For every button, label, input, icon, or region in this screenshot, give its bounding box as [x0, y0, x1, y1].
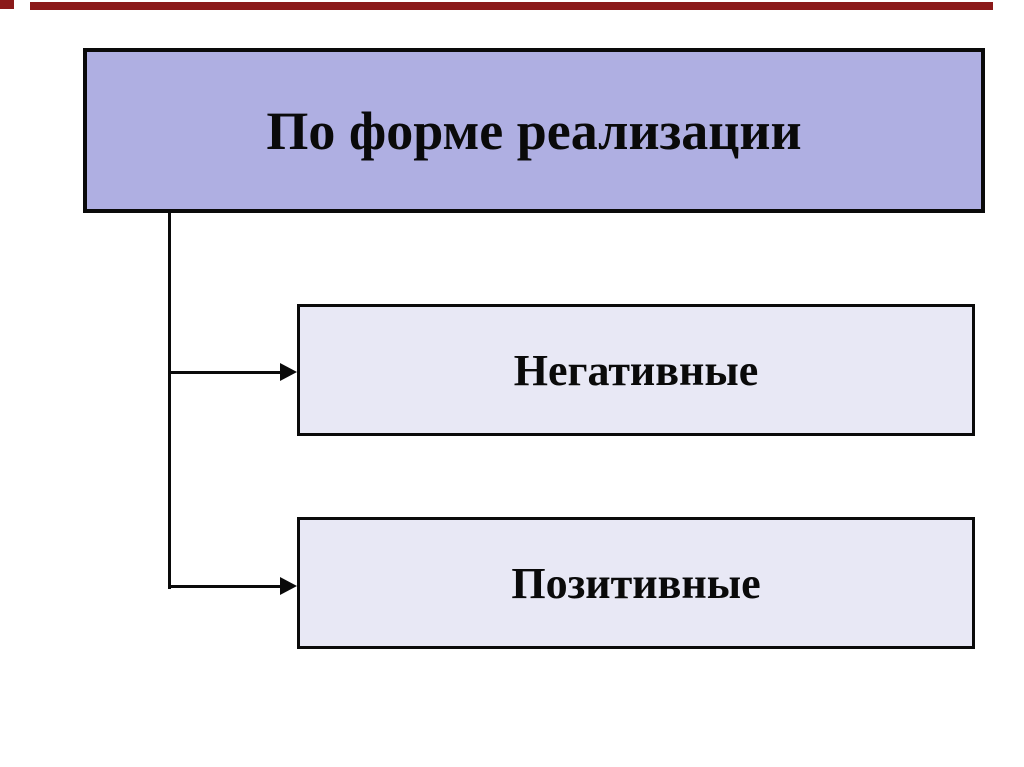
title-label: По форме реализации — [266, 100, 802, 161]
child-box-positive-label: Позитивные — [511, 558, 761, 608]
child-box-negative: Негативные — [297, 304, 975, 436]
top-accent-bar — [30, 2, 993, 10]
title-box: По форме реализации — [83, 48, 985, 213]
top-left-accent-square — [0, 0, 14, 9]
connector-vertical-line — [168, 212, 171, 589]
connector-branch-1 — [168, 371, 282, 374]
connector-branch-2 — [168, 585, 282, 588]
arrow-right-icon — [280, 577, 297, 595]
child-box-positive: Позитивные — [297, 517, 975, 649]
child-box-negative-label: Негативные — [513, 345, 759, 395]
arrow-right-icon — [280, 363, 297, 381]
